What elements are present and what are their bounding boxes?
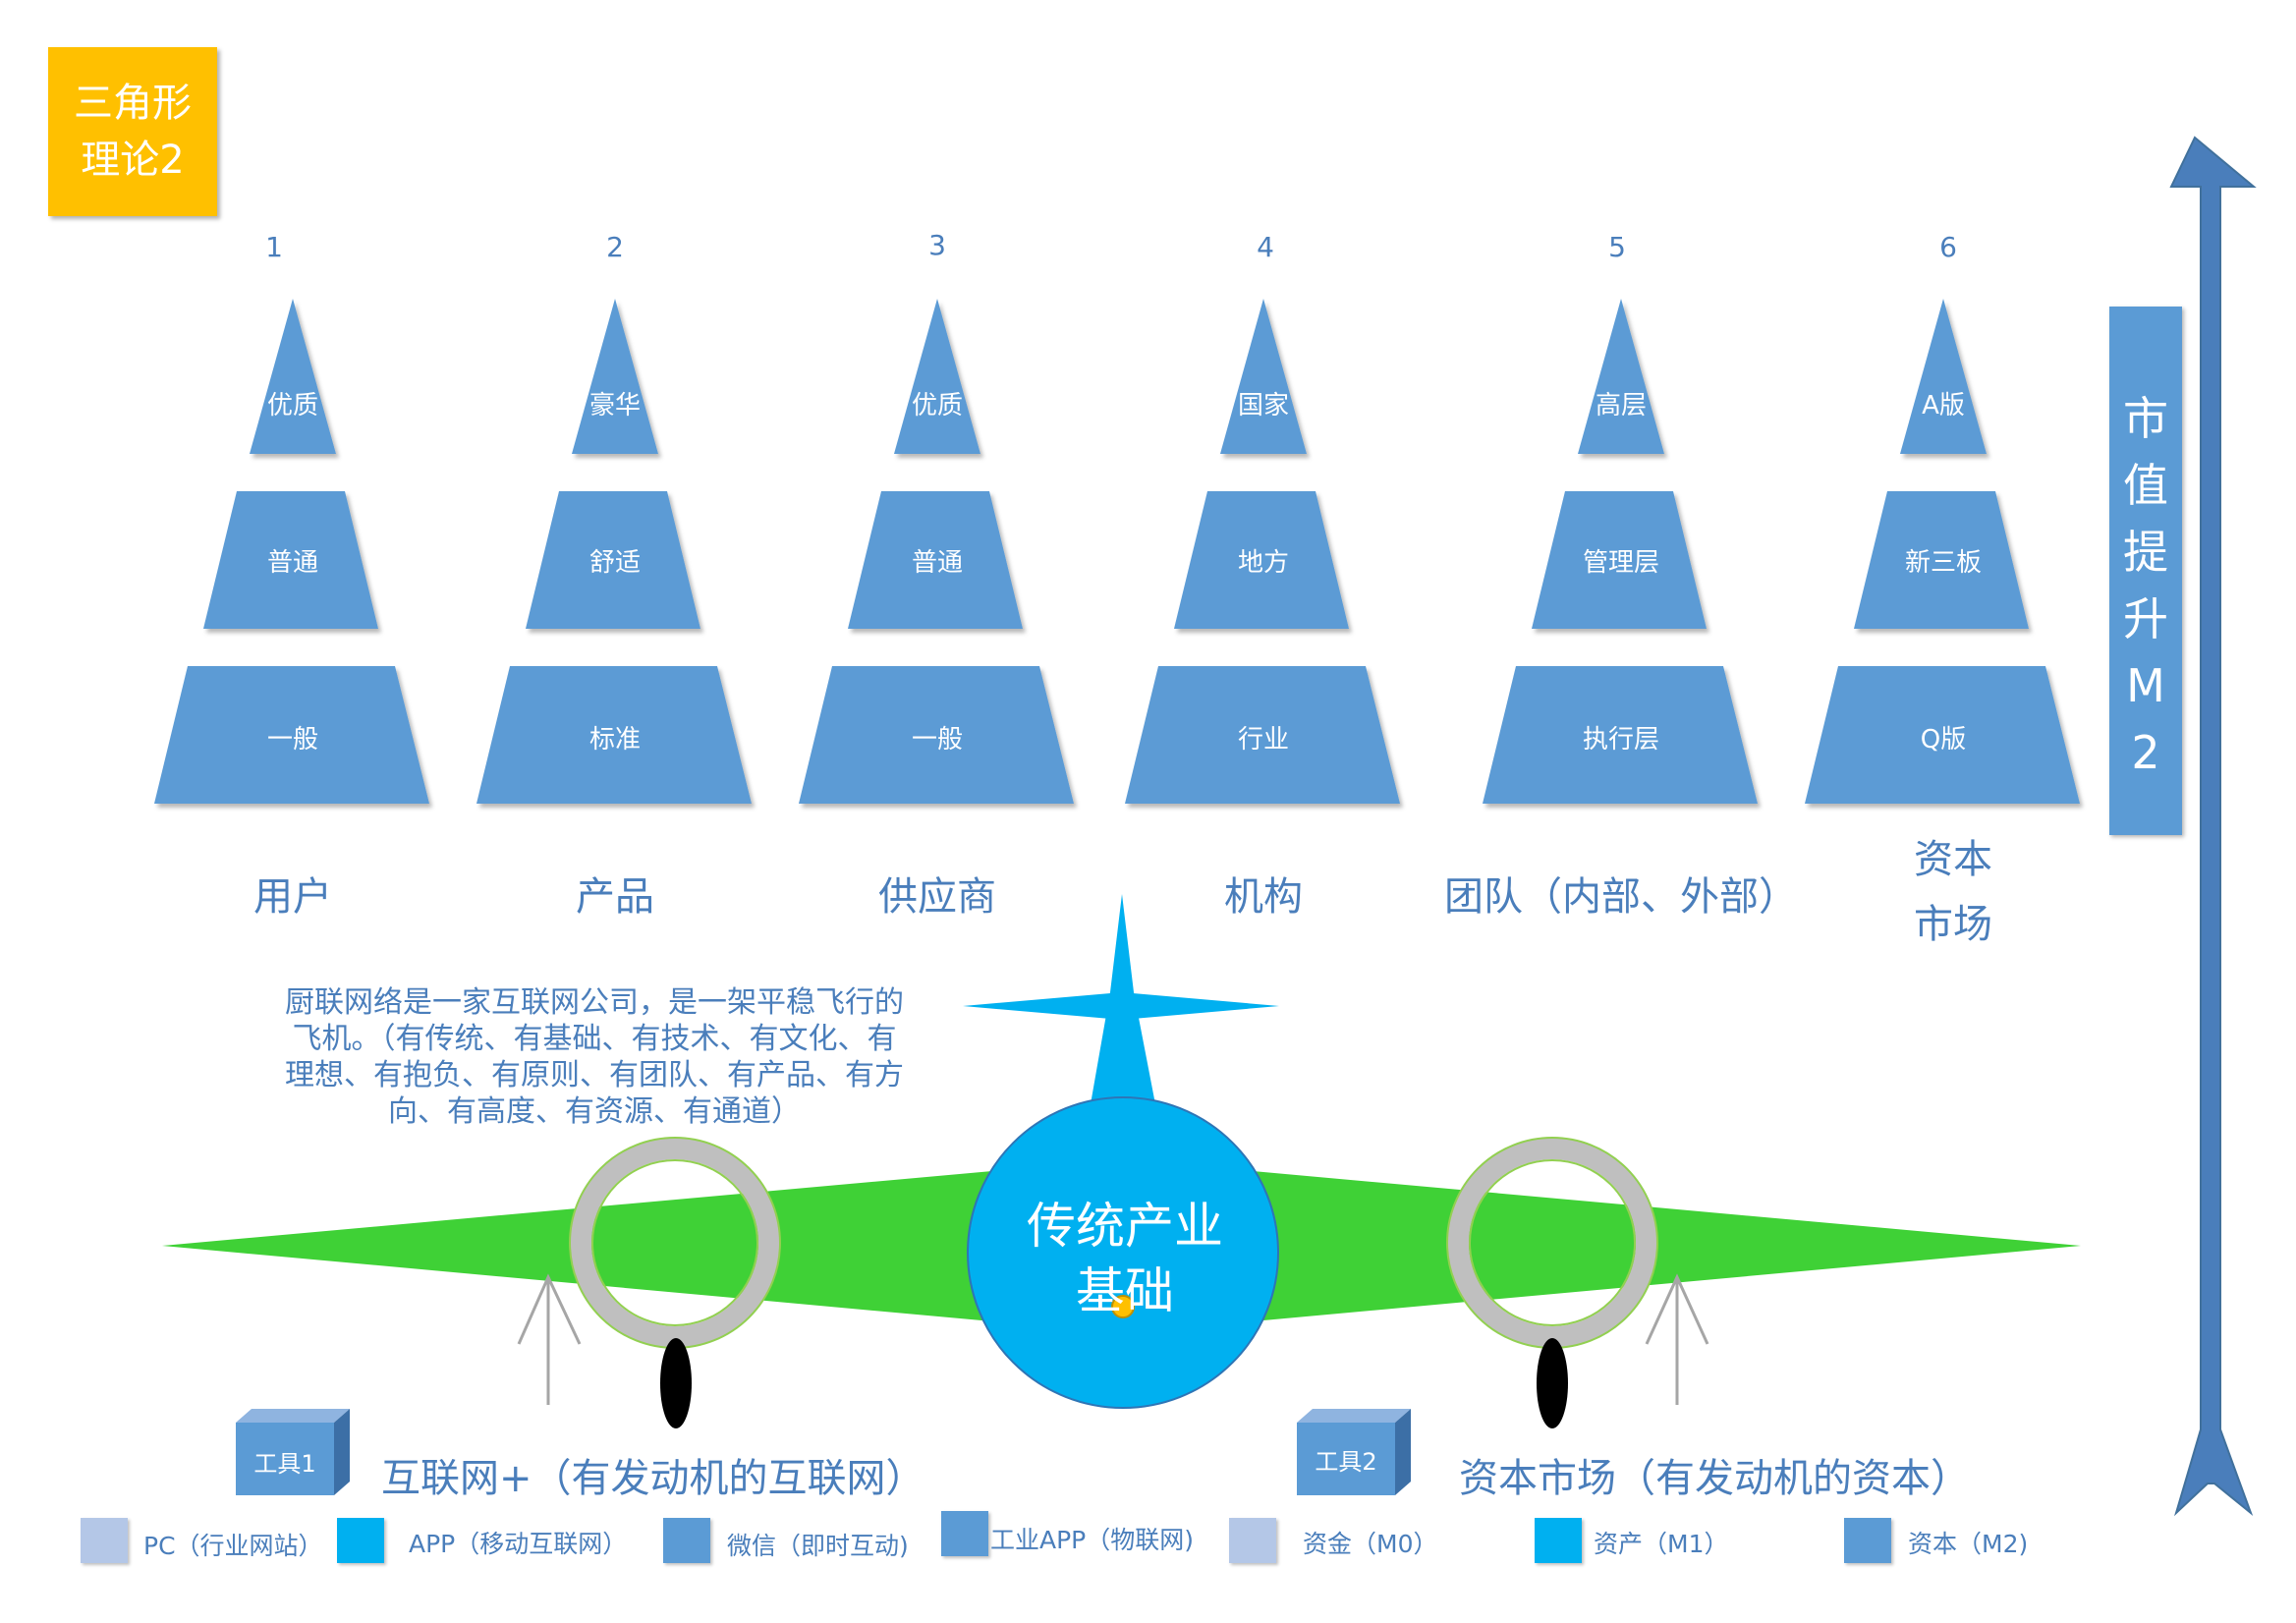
pyramid-1-top (250, 299, 336, 454)
tier-top-label: 高层 (1595, 391, 1647, 420)
pyramid-3-bottom (799, 666, 1074, 804)
tool-cube-2-label: 工具2 (1315, 1448, 1377, 1476)
tool-cube-2 (1297, 1409, 1411, 1495)
category-label-line: 市场 (1914, 902, 1992, 947)
company-description: 厨联网络是一家互联网公司，是一架平稳飞行的 飞机。（有传统、有基础、有技术、有文… (265, 984, 924, 1130)
right-wheel (1537, 1338, 1568, 1428)
title-badge: 三角形 理论2 (48, 47, 217, 216)
legend-swatch (1844, 1518, 1891, 1563)
legend-swatch (337, 1518, 384, 1563)
column-number: 6 (1939, 231, 1957, 263)
category-label-capital-market: 资本 市场 (1855, 827, 2051, 957)
column-number: 3 (928, 229, 946, 261)
tier-mid-label: 普通 (266, 548, 318, 578)
center-dot (1111, 1295, 1135, 1318)
column-number: 5 (1608, 231, 1626, 263)
tier-bottom-label: 行业 (1237, 725, 1289, 755)
legend-label: 资本（M2) (1908, 1530, 2029, 1558)
fuselage-line: 基础 (1076, 1262, 1174, 1319)
category-label-line: 资本 (1914, 837, 1992, 882)
tier-mid-label: 管理层 (1582, 548, 1659, 578)
legend-label: 微信（即时互动) (727, 1532, 909, 1560)
tier-bottom-label: 标准 (588, 725, 641, 755)
tier-mid-label: 地方 (1237, 548, 1289, 578)
left-support-arrow (517, 1273, 582, 1405)
legend-label: 资产（M1） (1594, 1530, 1729, 1558)
tier-top-label: 国家 (1237, 391, 1289, 420)
pyramid-2-top (572, 299, 658, 454)
upward-arrow (2169, 136, 2257, 1517)
column-number: 2 (606, 231, 624, 263)
category-label: 产品 (576, 874, 654, 920)
left-wheel (660, 1338, 692, 1428)
tier-top-label: 优质 (911, 391, 963, 420)
legend-swatch (81, 1518, 128, 1563)
pyramid-2-bottom (476, 666, 752, 804)
pyramid-2-mid (526, 491, 700, 629)
pyramid-6-bottom (1805, 666, 2080, 804)
pyramid-6-top (1900, 299, 1987, 454)
pyramid-5-bottom (1483, 666, 1758, 804)
legend-swatch (1535, 1518, 1582, 1563)
tier-top-label: 优质 (266, 391, 318, 420)
right-support-arrow (1645, 1273, 1709, 1405)
market-value-char: M (2126, 659, 2165, 712)
tier-mid-label: 新三板 (1904, 548, 1982, 578)
tool-cube-1 (236, 1409, 350, 1495)
legend-label: APP（移动互联网） (409, 1530, 628, 1558)
pyramid-4-top (1220, 299, 1307, 454)
category-label: 机构 (1224, 874, 1303, 920)
description-line: 向、有高度、有资源、有通道） (388, 1094, 801, 1129)
fuselage-circle (967, 1096, 1279, 1409)
badge-line-2: 理论2 (81, 138, 185, 183)
legend-swatch (663, 1518, 710, 1563)
tier-mid-label: 普通 (911, 548, 963, 578)
description-line: 厨联网络是一家互联网公司，是一架平稳飞行的 (285, 985, 904, 1020)
tier-bottom-label: Q版 (1920, 725, 1967, 755)
column-number: 4 (1257, 231, 1274, 263)
tier-top-label: 豪华 (588, 391, 641, 420)
category-label: 用户 (253, 874, 332, 920)
description-line: 飞机。（有传统、有基础、有技术、有文化、有 (292, 1022, 897, 1056)
pyramid-4-mid (1174, 491, 1349, 629)
legend-swatch (1229, 1518, 1276, 1563)
pyramid-3-top (894, 299, 980, 454)
column-number: 1 (265, 231, 283, 263)
pyramid-3-mid (848, 491, 1023, 629)
market-value-char: 升 (2123, 592, 2168, 645)
tool-cube-1-label: 工具1 (253, 1450, 316, 1478)
market-value-char: 提 (2123, 526, 2168, 579)
legend-label: 工业APP（物联网) (990, 1526, 1195, 1554)
pyramid-1-bottom (154, 666, 429, 804)
pyramid-5-mid (1532, 491, 1707, 629)
legend-label: 资金（M0） (1303, 1530, 1438, 1558)
pyramid-6-mid (1854, 491, 2029, 629)
category-label: 供应商 (878, 874, 996, 920)
fuselage-line: 传统产业 (1027, 1198, 1223, 1255)
description-line: 理想、有抱负、有原则、有团队、有产品、有方 (285, 1058, 904, 1092)
market-value-char: 市 (2123, 392, 2168, 445)
tier-bottom-label: 一般 (911, 725, 963, 755)
horizontal-stabilizer (963, 992, 1279, 1020)
market-value-char: 值 (2123, 459, 2168, 512)
tool-2-description: 资本市场（有发动机的资本） (1459, 1456, 1970, 1501)
legend-label: PC（行业网站） (143, 1532, 323, 1560)
tier-top-label: A版 (1922, 391, 1965, 420)
pyramid-5-top (1578, 299, 1664, 454)
tool-1-description: 互联网+（有发动机的互联网） (381, 1456, 925, 1501)
pyramid-4-bottom (1125, 666, 1400, 804)
category-label: 团队（内部、外部） (1444, 874, 1798, 920)
legend-swatch (941, 1511, 988, 1556)
pyramid-1-mid (203, 491, 378, 629)
badge-line-1: 三角形 (74, 81, 192, 126)
fuselage-label: 传统产业 基础 (987, 1194, 1262, 1323)
market-value-box: 市 值 提 升 M 2 (2109, 307, 2182, 835)
tier-mid-label: 舒适 (588, 548, 641, 578)
tier-bottom-label: 执行层 (1582, 725, 1659, 755)
tier-bottom-label: 一般 (266, 725, 318, 755)
market-value-char: 2 (2131, 726, 2160, 779)
